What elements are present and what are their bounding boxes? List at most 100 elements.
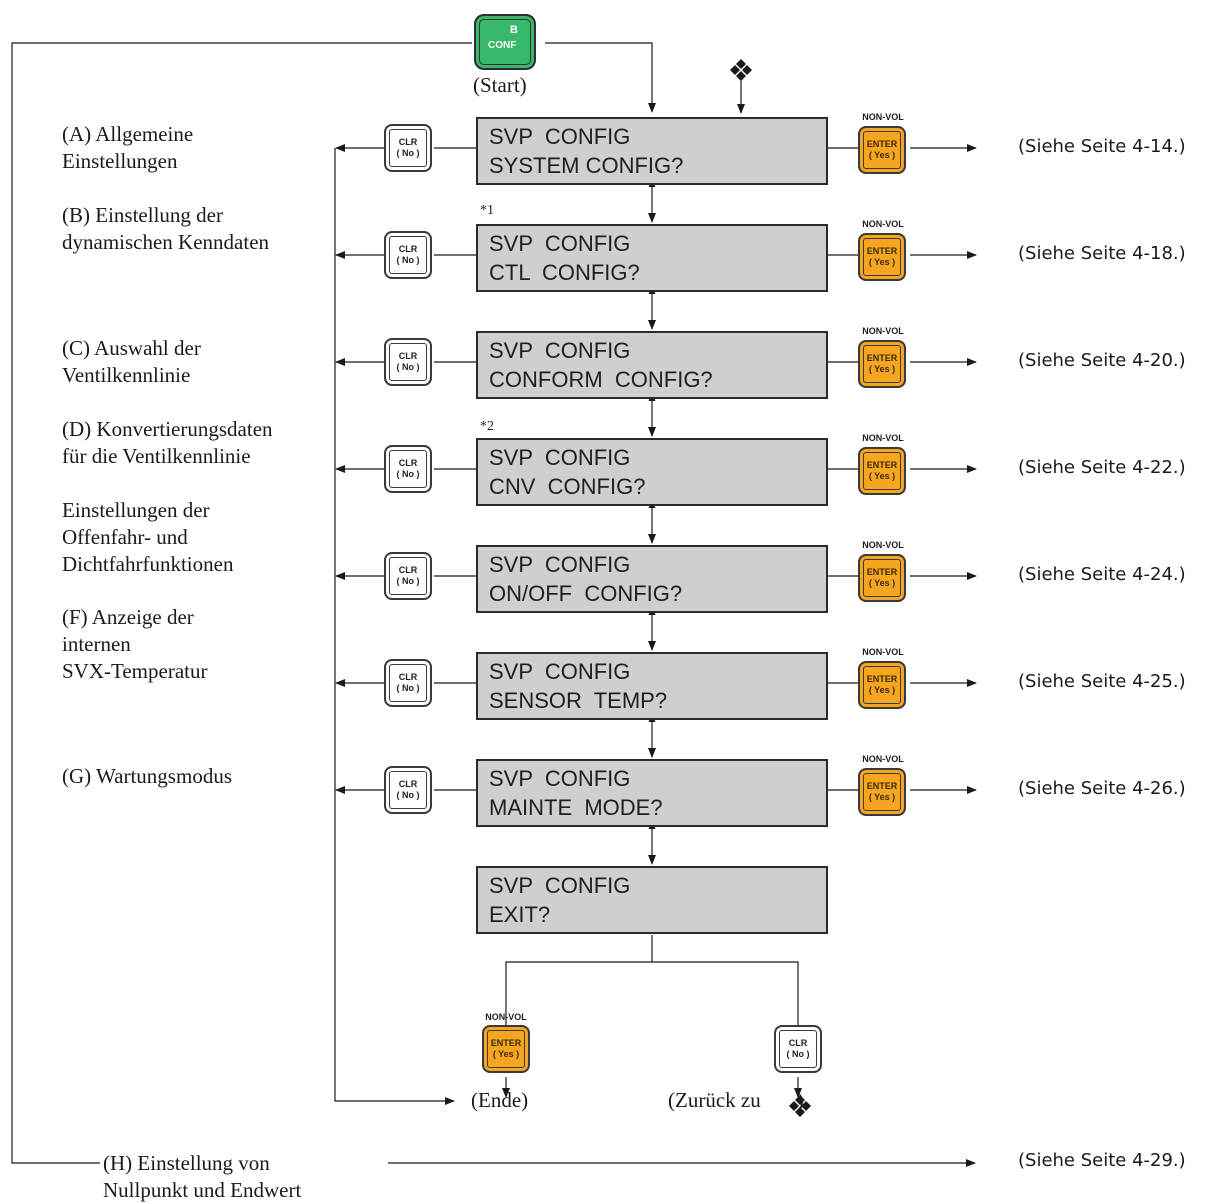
clr-label: CLR bbox=[398, 351, 418, 361]
clr-key[interactable]: CLR( No ) bbox=[384, 445, 432, 493]
enter-key[interactable]: ENTER( Yes ) bbox=[858, 768, 906, 816]
exit-clr-key[interactable]: CLR ( No ) bbox=[774, 1025, 822, 1073]
conf-key-label: CONF bbox=[488, 40, 517, 51]
enter-label: ENTER bbox=[490, 1038, 522, 1048]
enter-label: ENTER bbox=[866, 460, 898, 470]
yes-label: ( Yes ) bbox=[868, 685, 896, 695]
conf-key[interactable]: B CONF bbox=[474, 14, 536, 70]
menu-description-2: (B) Einstellung der dynamischen Kenndaten bbox=[62, 202, 269, 256]
menu-description-line: (B) Einstellung der bbox=[62, 203, 223, 227]
clr-label: CLR bbox=[398, 565, 418, 575]
end-label: (Ende) bbox=[471, 1088, 529, 1112]
start-label: (Start) bbox=[473, 73, 527, 97]
enter-key[interactable]: ENTER( Yes ) bbox=[858, 554, 906, 602]
enter-label: ENTER bbox=[866, 567, 898, 577]
lcd-menu-6: SVP CONFIG SENSOR TEMP? bbox=[476, 652, 828, 720]
clr-key[interactable]: CLR( No ) bbox=[384, 766, 432, 814]
yes-label: ( Yes ) bbox=[868, 578, 896, 588]
label-h-line-1: (H) Einstellung von bbox=[103, 1151, 270, 1175]
non-vol-label: NON-VOL bbox=[485, 1012, 527, 1022]
menu-description-line: Dichtfahrfunktionen bbox=[62, 552, 234, 576]
enter-label: ENTER bbox=[866, 781, 898, 791]
lcd-line-2: CTL CONFIG? bbox=[489, 260, 640, 285]
menu-description-line: (A) Allgemeine bbox=[62, 122, 194, 146]
no-label: ( No ) bbox=[396, 790, 420, 800]
footnote-2: *2 bbox=[480, 419, 494, 434]
no-label: ( No ) bbox=[396, 255, 420, 265]
clr-key[interactable]: CLR( No ) bbox=[384, 659, 432, 707]
page-reference: (Siehe Seite 4-24.) bbox=[1018, 564, 1186, 585]
non-vol-label: NON-VOL bbox=[862, 326, 904, 336]
menu-description-line: für die Ventilkennlinie bbox=[62, 444, 251, 468]
enter-key[interactable]: ENTER( Yes ) bbox=[858, 126, 906, 174]
no-label: ( No ) bbox=[786, 1049, 810, 1059]
menu-description-line: Einstellungen bbox=[62, 149, 178, 173]
clr-label: CLR bbox=[788, 1038, 808, 1048]
yes-label: ( Yes ) bbox=[868, 471, 896, 481]
lcd-line-2: MAINTE MODE? bbox=[489, 795, 663, 820]
lcd-line-1: SVP CONFIG bbox=[489, 659, 631, 684]
page-reference: (Siehe Seite 4-26.) bbox=[1018, 778, 1186, 799]
no-label: ( No ) bbox=[396, 683, 420, 693]
enter-label: ENTER bbox=[866, 674, 898, 684]
page-reference: (Siehe Seite 4-18.) bbox=[1018, 243, 1186, 264]
clr-label: CLR bbox=[398, 779, 418, 789]
menu-description-line: Offenfahr- und bbox=[62, 525, 188, 549]
enter-key[interactable]: ENTER( Yes ) bbox=[858, 661, 906, 709]
clr-key[interactable]: CLR( No ) bbox=[384, 552, 432, 600]
lcd-line-2: SYSTEM CONFIG? bbox=[489, 153, 684, 178]
back-label-close: ) bbox=[796, 1088, 804, 1112]
non-vol-label: NON-VOL bbox=[862, 647, 904, 657]
lcd-menu-4: SVP CONFIG CNV CONFIG? bbox=[476, 438, 828, 506]
lcd-line-2: CNV CONFIG? bbox=[489, 474, 646, 499]
enter-key[interactable]: ENTER( Yes ) bbox=[858, 447, 906, 495]
page-reference: (Siehe Seite 4-14.) bbox=[1018, 136, 1186, 157]
clr-key[interactable]: CLR( No ) bbox=[384, 231, 432, 279]
back-label: (Zurück zu) bbox=[668, 1088, 804, 1113]
exit-enter-key[interactable]: ENTER ( Yes ) bbox=[482, 1025, 530, 1073]
lcd-menu-2: SVP CONFIG CTL CONFIG? bbox=[476, 224, 828, 292]
menu-description-line: internen bbox=[62, 632, 131, 656]
non-vol-label: NON-VOL bbox=[862, 754, 904, 764]
enter-label: ENTER bbox=[866, 353, 898, 363]
menu-description-line: (F) Anzeige der bbox=[62, 605, 194, 629]
page-reference: (Siehe Seite 4-22.) bbox=[1018, 457, 1186, 478]
clr-label: CLR bbox=[398, 458, 418, 468]
footnote-1: *1 bbox=[480, 203, 494, 218]
yes-label: ( Yes ) bbox=[868, 792, 896, 802]
lcd-line-2: CONFORM CONFIG? bbox=[489, 367, 713, 392]
return-point-symbol-icon bbox=[789, 1095, 811, 1117]
lcd-line-1: SVP CONFIG bbox=[489, 873, 631, 898]
menu-description-line: (C) Auswahl der bbox=[62, 336, 201, 360]
lcd-line-1: SVP CONFIG bbox=[489, 445, 631, 470]
enter-label: ENTER bbox=[866, 246, 898, 256]
lcd-line-1: SVP CONFIG bbox=[489, 231, 631, 256]
lcd-line-2: EXIT? bbox=[489, 902, 551, 927]
label-h-line-2: Nullpunkt und Endwert bbox=[103, 1178, 302, 1202]
lcd-line-1: SVP CONFIG bbox=[489, 766, 631, 791]
lcd-exit: SVP CONFIG EXIT? bbox=[476, 866, 828, 934]
clr-key[interactable]: CLR( No ) bbox=[384, 338, 432, 386]
page-reference: (Siehe Seite 4-20.) bbox=[1018, 350, 1186, 371]
no-label: ( No ) bbox=[396, 148, 420, 158]
clr-label: CLR bbox=[398, 672, 418, 682]
menu-description-line: dynamischen Kenndaten bbox=[62, 230, 270, 254]
menu-description-line: SVX-Temperatur bbox=[62, 659, 208, 683]
non-vol-label: NON-VOL bbox=[862, 112, 904, 122]
non-vol-label: NON-VOL bbox=[862, 540, 904, 550]
lcd-menu-7: SVP CONFIG MAINTE MODE? bbox=[476, 759, 828, 827]
enter-key[interactable]: ENTER( Yes ) bbox=[858, 233, 906, 281]
back-label-text: (Zurück zu bbox=[668, 1088, 761, 1112]
non-vol-label: NON-VOL bbox=[862, 433, 904, 443]
enter-label: ENTER bbox=[866, 139, 898, 149]
clr-label: CLR bbox=[398, 244, 418, 254]
clr-key[interactable]: CLR( No ) bbox=[384, 124, 432, 172]
lcd-line-2: SENSOR TEMP? bbox=[489, 688, 668, 713]
enter-key[interactable]: ENTER( Yes ) bbox=[858, 340, 906, 388]
